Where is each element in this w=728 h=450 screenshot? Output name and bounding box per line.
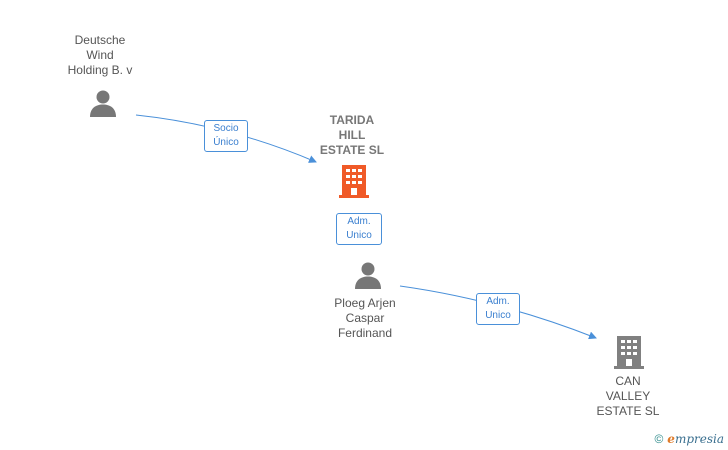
node-label-deutsche: Deutsche Wind Holding B. v bbox=[67, 33, 133, 77]
node-label-ploeg: Ploeg Arjen Caspar Ferdinand bbox=[334, 296, 396, 340]
node-label-canvalley: CAN VALLEY ESTATE SL bbox=[596, 374, 660, 418]
person-icon[interactable] bbox=[88, 88, 118, 118]
empresia-watermark: © empresia bbox=[654, 432, 724, 446]
building-icon[interactable] bbox=[613, 335, 645, 369]
edge-label-adm-unico-canvalley: Adm. Unico bbox=[476, 293, 520, 325]
building-icon-main[interactable] bbox=[338, 164, 370, 198]
edge-label-socio-unico: Socio Único bbox=[204, 120, 248, 152]
edge-label-adm-unico-tarida: Adm. Unico bbox=[336, 213, 382, 245]
person-icon[interactable] bbox=[353, 260, 383, 290]
node-label-tarida: TARIDA HILL ESTATE SL bbox=[319, 113, 385, 157]
brand-logo: empresia bbox=[667, 432, 724, 446]
copyright-icon: © bbox=[654, 432, 664, 446]
